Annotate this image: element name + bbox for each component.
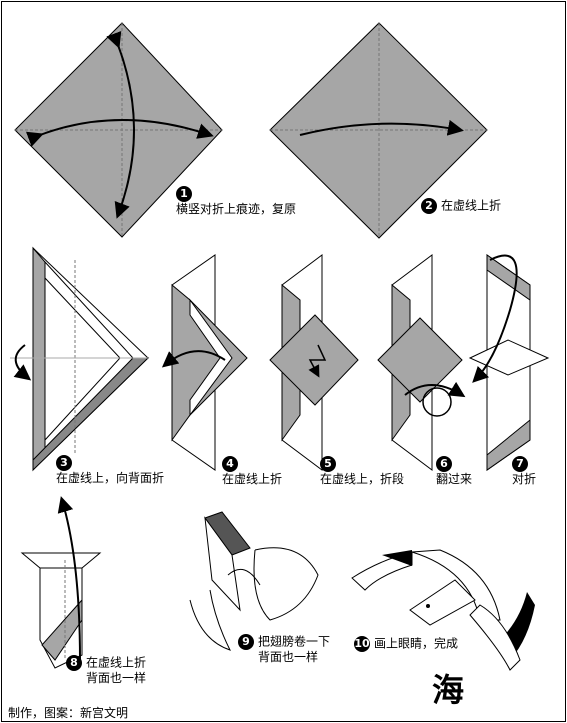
step3-number: 3 (56, 455, 72, 471)
step4-number: 4 (222, 456, 238, 472)
step8-number: 8 (66, 655, 82, 671)
step2-diagram (269, 22, 488, 239)
step6-diagram (377, 254, 466, 471)
step1-diagram (14, 22, 223, 238)
step8-label: 8 在虚线上折 背面也一样 (66, 655, 146, 686)
step9-text-line2: 背面也一样 (258, 650, 319, 664)
step10-text: 画上眼睛，完成 (374, 636, 459, 651)
step2-number: 2 (421, 198, 437, 214)
step4-diagram (161, 254, 248, 471)
step4-text: 在虚线上折 (222, 472, 283, 486)
step3-diagram (10, 246, 150, 472)
step2-label: 2 在虚线上折 (421, 198, 501, 214)
step3-text: 在虚线上，向背面折 (56, 471, 165, 485)
step7-number: 7 (512, 456, 528, 472)
step1-label: 1 横竖对折上痕迹，复原 (176, 186, 296, 217)
step10-label: 10 画上眼睛，完成 (354, 636, 458, 652)
step4-label: 4 在虚线上折 (222, 456, 282, 487)
step1-number: 1 (176, 186, 192, 202)
step5-number: 5 (320, 456, 336, 472)
step8-text-line1: 在虚线上折 (86, 655, 147, 670)
step5-diagram (269, 254, 359, 471)
step2-text: 在虚线上折 (441, 198, 502, 213)
step5-text: 在虚线上，折段 (320, 472, 405, 486)
step8-text-line2: 背面也一样 (86, 671, 147, 685)
title-character: 海 (432, 671, 465, 709)
step10-diagram (351, 549, 535, 671)
step1-text: 横竖对折上痕迹，复原 (176, 202, 297, 216)
step9-text-line1: 把翅膀卷一下 (258, 634, 331, 649)
step6-label: 6 翻过来 (436, 456, 472, 487)
credit-text: 制作，图案：新宫文明 (8, 706, 129, 720)
step9-number: 9 (238, 634, 254, 650)
step6-number: 6 (436, 456, 452, 472)
step5-label: 5 在虚线上，折段 (320, 456, 404, 487)
step3-label: 3 在虚线上，向背面折 (56, 455, 164, 486)
step7-label: 7 对折 (512, 456, 536, 487)
step9-label: 9 把翅膀卷一下 背面也一样 (238, 634, 330, 665)
step8-diagram (20, 496, 102, 669)
step6-text: 翻过来 (436, 472, 473, 486)
step7-text: 对折 (512, 472, 537, 486)
step7-diagram (468, 254, 550, 471)
step9-diagram (189, 511, 319, 651)
step10-number: 10 (354, 636, 370, 652)
